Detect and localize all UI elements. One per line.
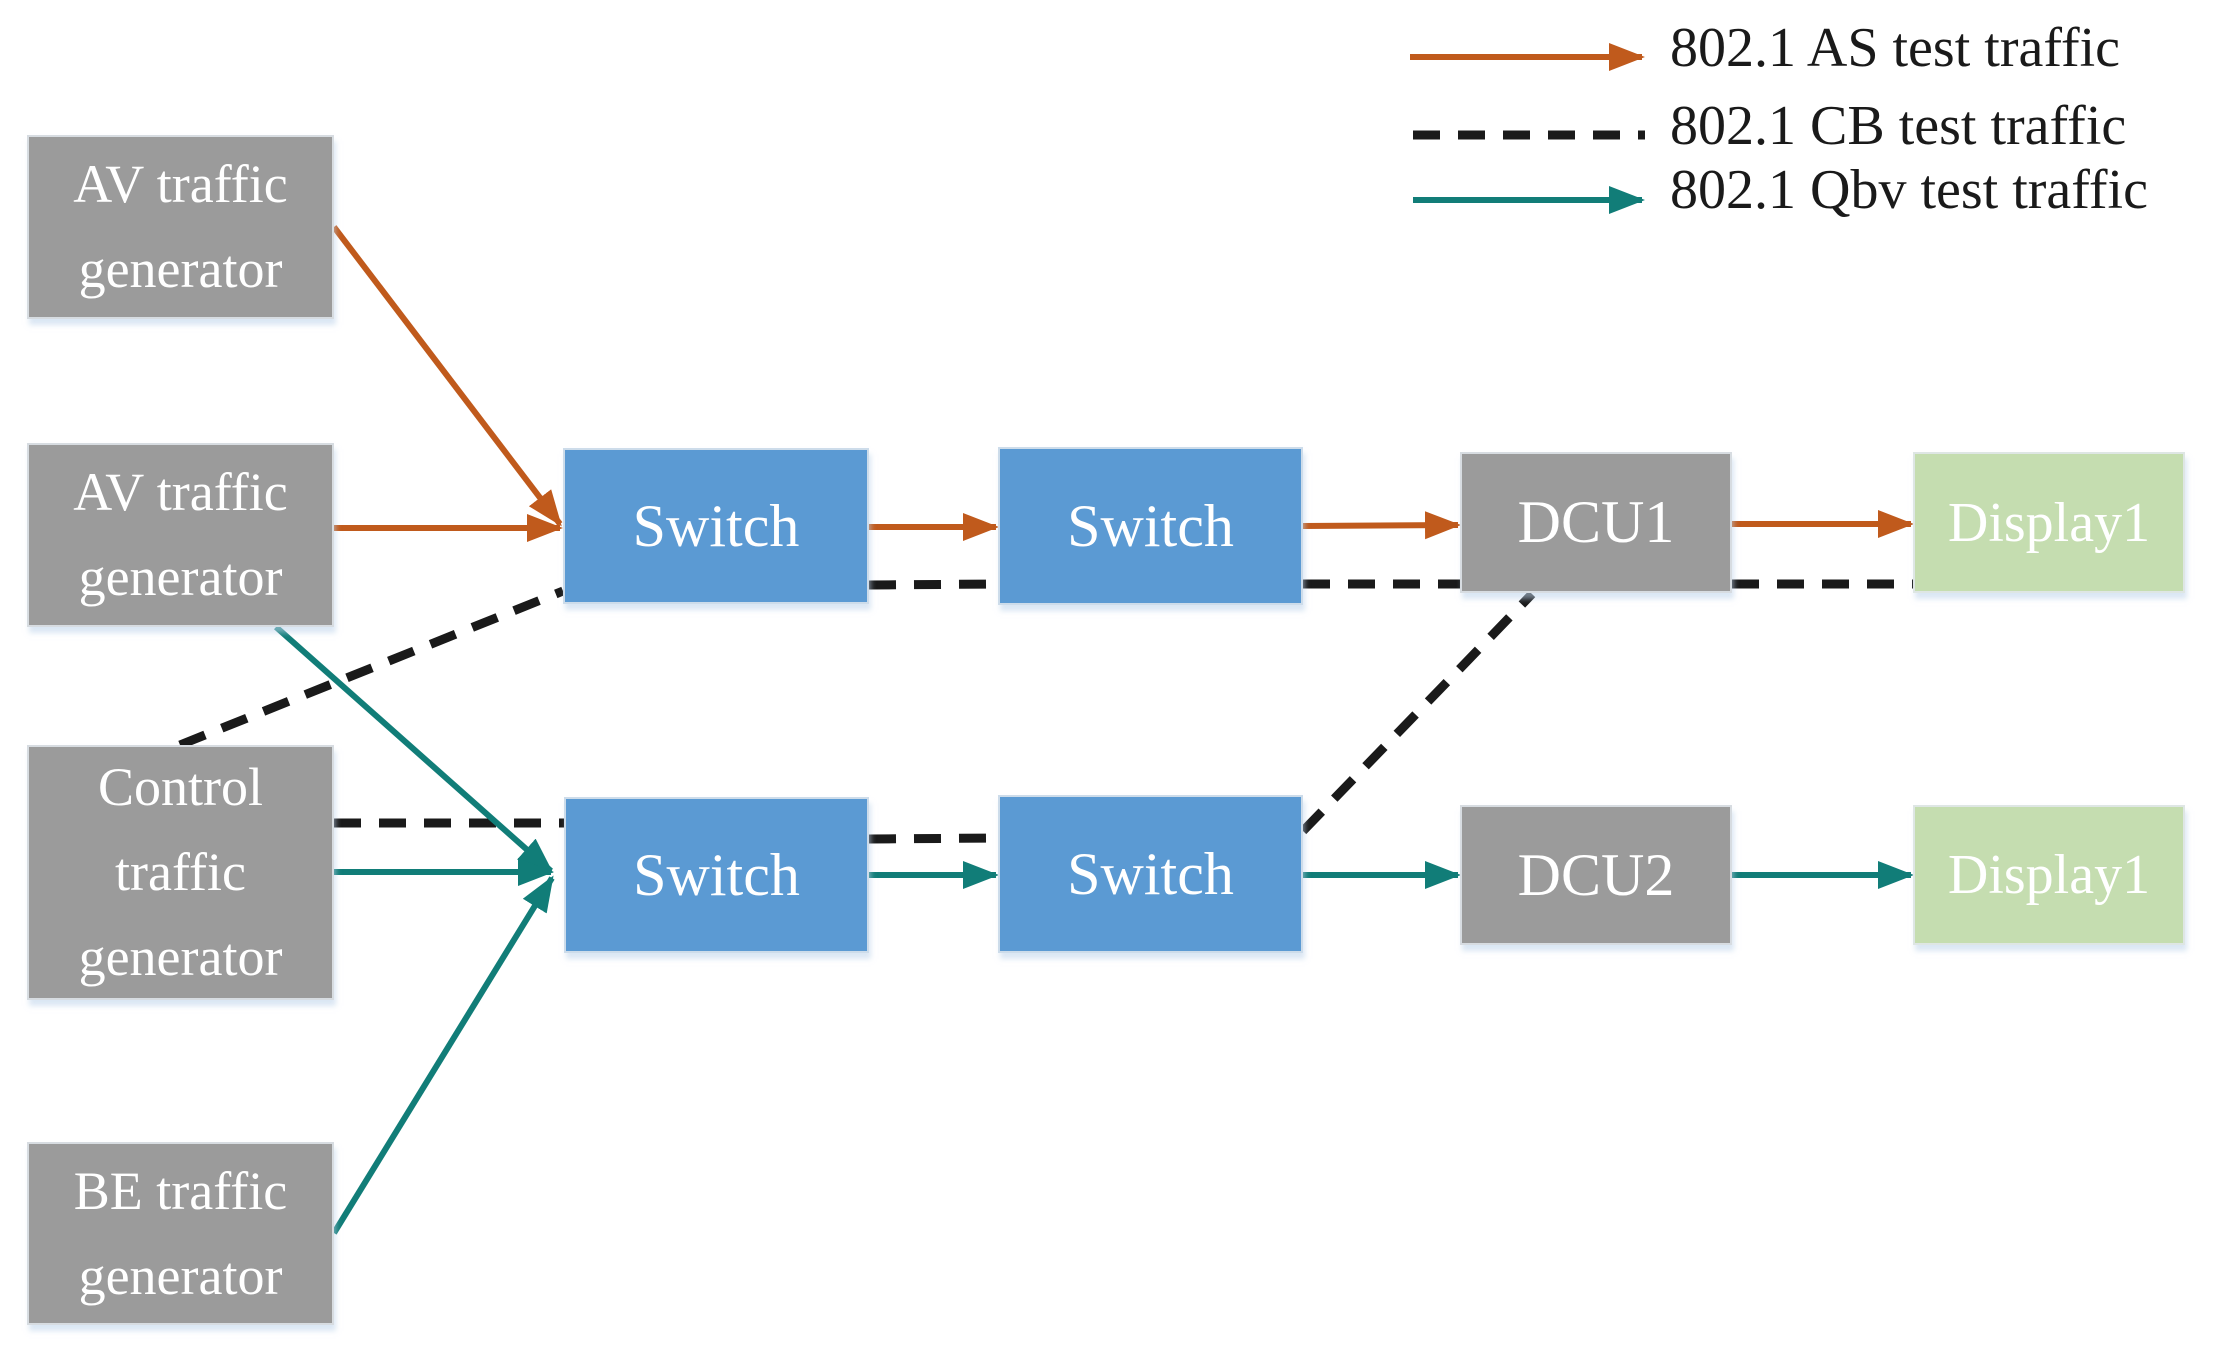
legend-label-802-1-cb: 802.1 CB test traffic: [1670, 95, 2127, 157]
edge-cb-switch1-to-switch2-top: [868, 579, 999, 590]
edge-as-switch2-to-dcu1: [1302, 511, 1461, 540]
edge-cb-switch2-bot-to-dcu1: [1299, 590, 1536, 835]
node-be-traffic-generator: BE traffic generator: [27, 1142, 334, 1325]
node-display1-top: Display1: [1913, 452, 2185, 593]
node-av-traffic-generator-1: AV traffic generator: [27, 135, 334, 319]
edge-as-av1-to-switch-top-1: [331, 225, 563, 527]
node-dcu1: DCU1: [1460, 452, 1732, 593]
node-switch-bottom-1: Switch: [564, 797, 869, 953]
node-dcu2: DCU2: [1460, 805, 1732, 945]
node-display1-bottom: Display1: [1913, 805, 2185, 945]
node-control-traffic-generator: Control traffic generator: [27, 745, 334, 1000]
legend-label-802-1-qbv: 802.1 Qbv test traffic: [1670, 159, 2148, 221]
legend-label-802-1-as: 802.1 AS test traffic: [1670, 17, 2121, 79]
edge-qbv-be-to-switch-bot-1: [331, 875, 555, 1235]
node-switch-top-1: Switch: [563, 448, 869, 604]
node-av-traffic-generator-2: AV traffic generator: [27, 443, 334, 627]
edge-cb-switch1-to-switch2-bot: [868, 833, 999, 844]
node-switch-top-2: Switch: [998, 447, 1303, 605]
node-switch-bottom-2: Switch: [998, 795, 1303, 953]
